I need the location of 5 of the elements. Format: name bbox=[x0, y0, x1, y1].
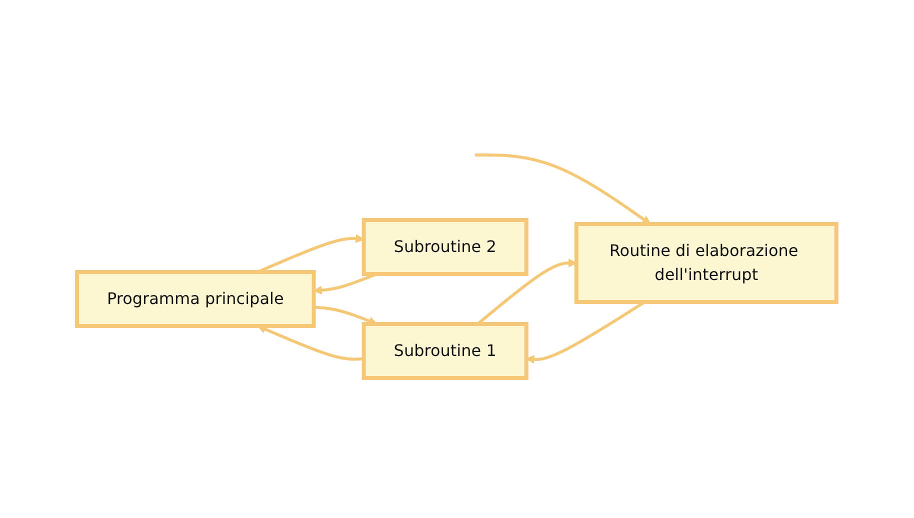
arrow bbox=[475, 154, 652, 224]
node-box: Routine di elaborazione dell'interrupt bbox=[574, 222, 839, 304]
node-box: Subroutine 1 bbox=[362, 322, 529, 380]
node-box: Programma principale bbox=[75, 270, 316, 328]
node-box: Subroutine 2 bbox=[362, 218, 529, 276]
